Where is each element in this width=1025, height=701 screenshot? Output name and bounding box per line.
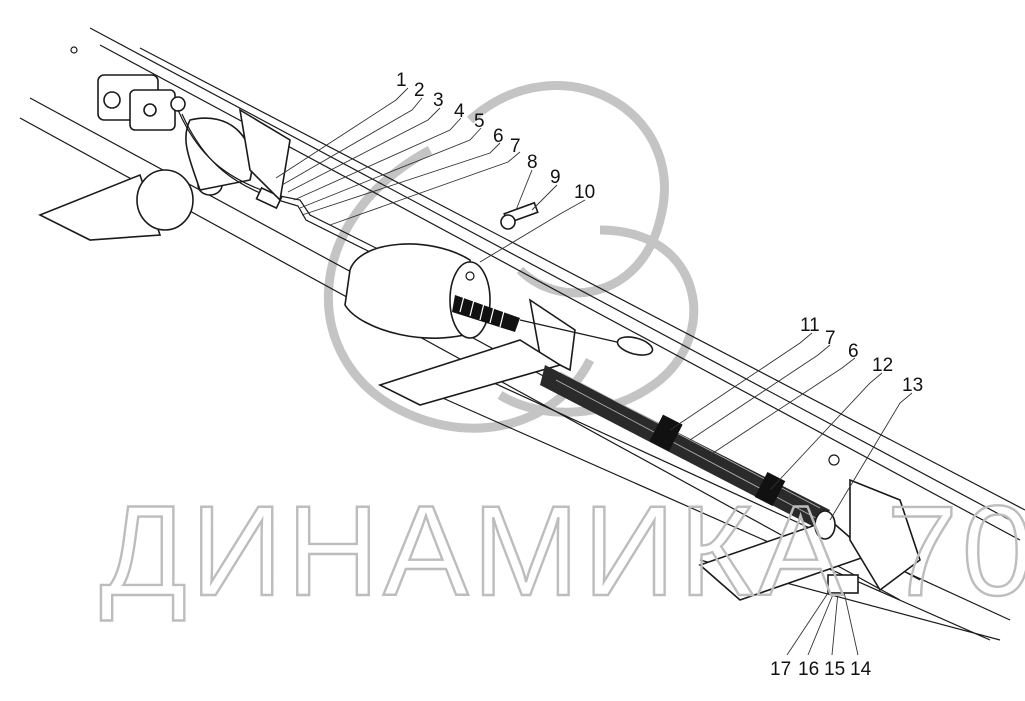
bellows	[452, 295, 520, 332]
left-tube	[38, 117, 253, 241]
brake-chamber	[344, 243, 491, 339]
callout-5: 5	[474, 111, 485, 132]
callout-15: 15	[824, 659, 845, 680]
callout-11: 11	[800, 315, 820, 336]
callout-6b: 6	[848, 341, 859, 362]
watermark-text: ДИНАМИКА 70	[100, 480, 1025, 623]
callouts-mid: 11 7 6 12 13	[800, 315, 923, 396]
push-rod	[519, 319, 654, 356]
bolt	[500, 201, 539, 230]
callout-14: 14	[850, 659, 872, 680]
callout-12: 12	[872, 355, 893, 376]
callout-1: 1	[396, 70, 407, 91]
brake-valve	[70, 46, 186, 131]
callout-10: 10	[574, 182, 595, 203]
leader-lines	[275, 87, 913, 656]
callouts-bottom: 17 16 15 14	[770, 659, 872, 680]
callout-2: 2	[414, 80, 425, 101]
callout-3: 3	[433, 90, 444, 111]
callout-13: 13	[902, 375, 923, 396]
callout-16: 16	[798, 659, 819, 680]
callout-9: 9	[550, 167, 561, 188]
callouts-top: 1 2 3 4 5 6 7 8 9 10	[396, 70, 595, 203]
callout-4: 4	[454, 101, 465, 122]
callout-17: 17	[770, 659, 791, 680]
callout-8: 8	[527, 152, 538, 173]
callout-6: 6	[493, 126, 504, 147]
axle-tube	[377, 339, 562, 406]
right-axle	[698, 454, 921, 601]
callout-7b: 7	[825, 328, 836, 349]
callout-7: 7	[510, 136, 521, 157]
watermark-logo	[323, 81, 699, 433]
